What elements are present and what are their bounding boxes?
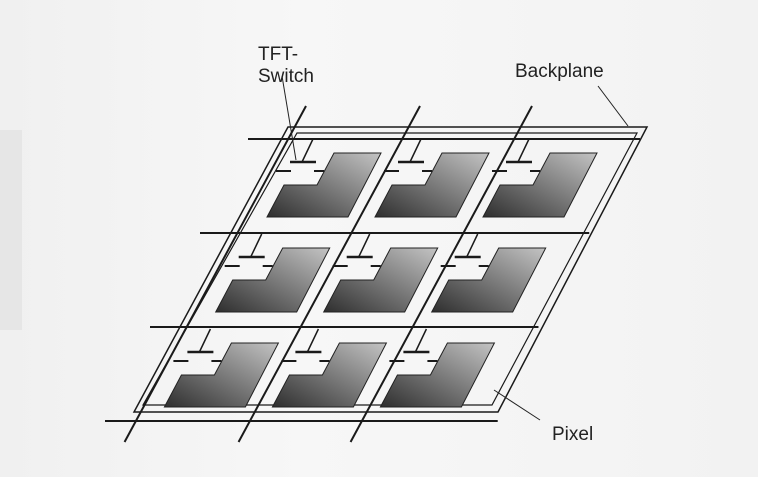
- pixel-electrode: [482, 152, 598, 218]
- tft-gate-lead: [250, 233, 263, 258]
- tft-switch-label-line2: Switch: [258, 66, 314, 87]
- data-line: [237, 105, 421, 443]
- backplane-pointer: [597, 85, 629, 127]
- tft-switch-label-line1: TFT-: [258, 44, 299, 65]
- pixel-electrode: [266, 152, 382, 218]
- data-line: [349, 105, 533, 443]
- tft-gate-lead: [198, 328, 212, 353]
- tft-gate-lead: [517, 138, 530, 163]
- pixel-electrode: [271, 342, 388, 408]
- tft-gate-lead: [409, 138, 422, 163]
- pixel-cell: [214, 233, 331, 313]
- pixel-pointer: [493, 389, 541, 421]
- backplane-label: Backplane: [515, 61, 604, 82]
- tft-gate-lead: [306, 328, 320, 353]
- pixel-cell: [266, 138, 382, 218]
- backplane-outer-border: [132, 126, 649, 413]
- pixel-cell: [430, 233, 547, 313]
- pixel-label: Pixel: [552, 424, 594, 445]
- pixel-cell: [374, 138, 490, 218]
- data-line: [123, 105, 307, 443]
- pixel-cell: [482, 138, 598, 218]
- pixel-electrode: [379, 342, 496, 408]
- pixel-cell: [163, 328, 280, 408]
- tft-gate-lead: [358, 233, 371, 258]
- pixel-cell: [322, 233, 439, 313]
- background-shade: [0, 130, 22, 330]
- tft-switch-pointer: [281, 75, 297, 161]
- pixel-electrode: [374, 152, 490, 218]
- tft-gate-lead: [301, 138, 314, 163]
- tft-gate-lead: [414, 328, 428, 353]
- pixel-cell: [271, 328, 388, 408]
- tft-switch-label: TFT- Switch: [258, 44, 314, 88]
- tft-gate-lead: [466, 233, 479, 258]
- pixel-electrode: [430, 247, 547, 313]
- pixel-electrode: [163, 342, 280, 408]
- pixel-electrode: [322, 247, 439, 313]
- pixel-electrode: [214, 247, 331, 313]
- pixel-cell: [379, 328, 496, 408]
